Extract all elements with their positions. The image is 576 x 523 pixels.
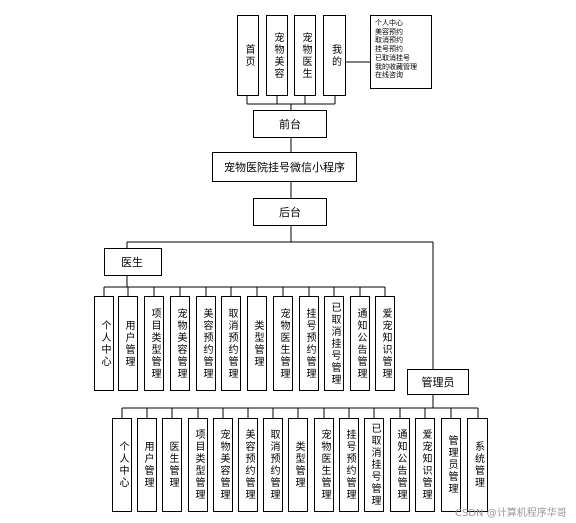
admin-item-node: 取消预约管理	[263, 418, 283, 512]
node-label: 已取消挂号管理	[329, 301, 340, 386]
my-menu-list: 个人中心 美容预约 取消预约 挂号预约 已取消挂号 我的收藏管理 在线咨询	[370, 15, 432, 89]
node-label: 项目类型管理	[193, 429, 204, 501]
admin-item-node: 挂号预约管理	[339, 418, 359, 512]
admin-item-node: 类型管理	[288, 418, 308, 512]
node-label: 前台	[279, 118, 301, 131]
admin-item-node: 系统管理	[467, 418, 488, 512]
front-end-node: 前台	[253, 110, 327, 138]
admin-item-node: 通知公告管理	[390, 418, 410, 512]
admin-item-node: 医生管理	[162, 418, 182, 512]
node-label: 美容预约管理	[243, 429, 254, 501]
doctor-item-node: 美容预约管理	[196, 296, 216, 391]
list-item: 我的收藏管理	[375, 62, 417, 71]
node-label: 宠物美容管理	[175, 307, 186, 380]
doctor-item-node: 类型管理	[247, 296, 267, 391]
node-label: 宠物医院挂号微信小程序	[224, 161, 345, 174]
system-root-node: 宠物医院挂号微信小程序	[212, 152, 357, 182]
node-label: 个人中心	[99, 319, 110, 368]
nav-pet-doctor-node: 宠物医生	[294, 15, 316, 96]
doctor-item-node: 项目类型管理	[144, 296, 164, 391]
node-label: 通知公告管理	[355, 307, 366, 380]
doctor-item-node: 个人中心	[94, 296, 114, 391]
list-item: 在线咨询	[375, 71, 403, 80]
node-label: 我的	[329, 43, 341, 68]
node-label: 类型管理	[293, 441, 304, 489]
node-label: 项目类型管理	[149, 307, 160, 380]
nav-pet-grooming-node: 宠物美容	[266, 15, 288, 96]
list-item: 已取消挂号	[375, 53, 410, 62]
nav-mine-node: 我的	[323, 15, 346, 96]
list-item: 取消预约	[375, 36, 403, 45]
node-label: 用户管理	[123, 319, 134, 368]
admin-item-node: 美容预约管理	[238, 418, 258, 512]
admin-item-node: 已取消挂号管理	[364, 418, 384, 512]
node-label: 爱宠知识管理	[420, 429, 431, 501]
node-label: 宠物美容	[272, 31, 283, 80]
list-item: 个人中心	[375, 19, 403, 27]
admin-item-node: 个人中心	[112, 418, 132, 512]
node-label: 管理员	[421, 376, 455, 389]
doctor-item-node: 爱宠知识管理	[375, 296, 395, 391]
admin-role-node: 管理员	[407, 369, 469, 395]
doctor-role-node: 医生	[104, 248, 162, 276]
node-label: 后台	[279, 206, 301, 219]
node-label: 宠物医生管理	[278, 307, 289, 380]
node-label: 已取消挂号管理	[369, 423, 380, 507]
admin-item-node: 爱宠知识管理	[415, 418, 435, 512]
node-label: 挂号预约管理	[344, 429, 355, 501]
node-label: 首页	[243, 43, 254, 68]
node-label: 医生管理	[167, 441, 178, 489]
doctor-item-node: 通知公告管理	[350, 296, 370, 391]
node-label: 管理员管理	[446, 435, 457, 495]
node-label: 宠物美容管理	[218, 429, 229, 501]
node-label: 系统管理	[472, 441, 484, 489]
node-label: 爱宠知识管理	[380, 307, 391, 380]
doctor-item-node: 用户管理	[118, 296, 138, 391]
node-label: 挂号预约管理	[304, 307, 315, 380]
doctor-item-node: 取消预约管理	[221, 296, 241, 391]
doctor-item-node: 已取消挂号管理	[324, 296, 344, 391]
node-label: 个人中心	[117, 441, 128, 489]
node-label: 宠物医生管理	[319, 429, 330, 501]
doctor-item-node: 宠物美容管理	[170, 296, 190, 391]
nav-home-node: 首页	[237, 15, 259, 96]
doctor-item-node: 挂号预约管理	[299, 296, 319, 391]
node-label: 宠物医生	[300, 31, 311, 80]
admin-item-node: 宠物医生管理	[314, 418, 334, 512]
node-label: 通知公告管理	[395, 429, 406, 501]
admin-item-node: 用户管理	[137, 418, 157, 512]
admin-item-node: 项目类型管理	[188, 418, 208, 512]
node-label: 医生	[121, 256, 143, 269]
node-label: 用户管理	[142, 441, 153, 489]
list-item: 挂号预约	[375, 45, 403, 54]
list-item: 美容预约	[375, 27, 403, 36]
node-label: 取消预约管理	[226, 307, 237, 380]
doctor-item-node: 宠物医生管理	[273, 296, 293, 391]
node-label: 类型管理	[252, 319, 263, 368]
back-end-node: 后台	[253, 198, 327, 226]
watermark: CSDN @计算机程序华哥	[455, 508, 567, 519]
admin-item-node: 管理员管理	[441, 418, 461, 512]
node-label: 美容预约管理	[201, 307, 212, 380]
node-label: 取消预约管理	[268, 429, 279, 501]
admin-item-node: 宠物美容管理	[213, 418, 233, 512]
